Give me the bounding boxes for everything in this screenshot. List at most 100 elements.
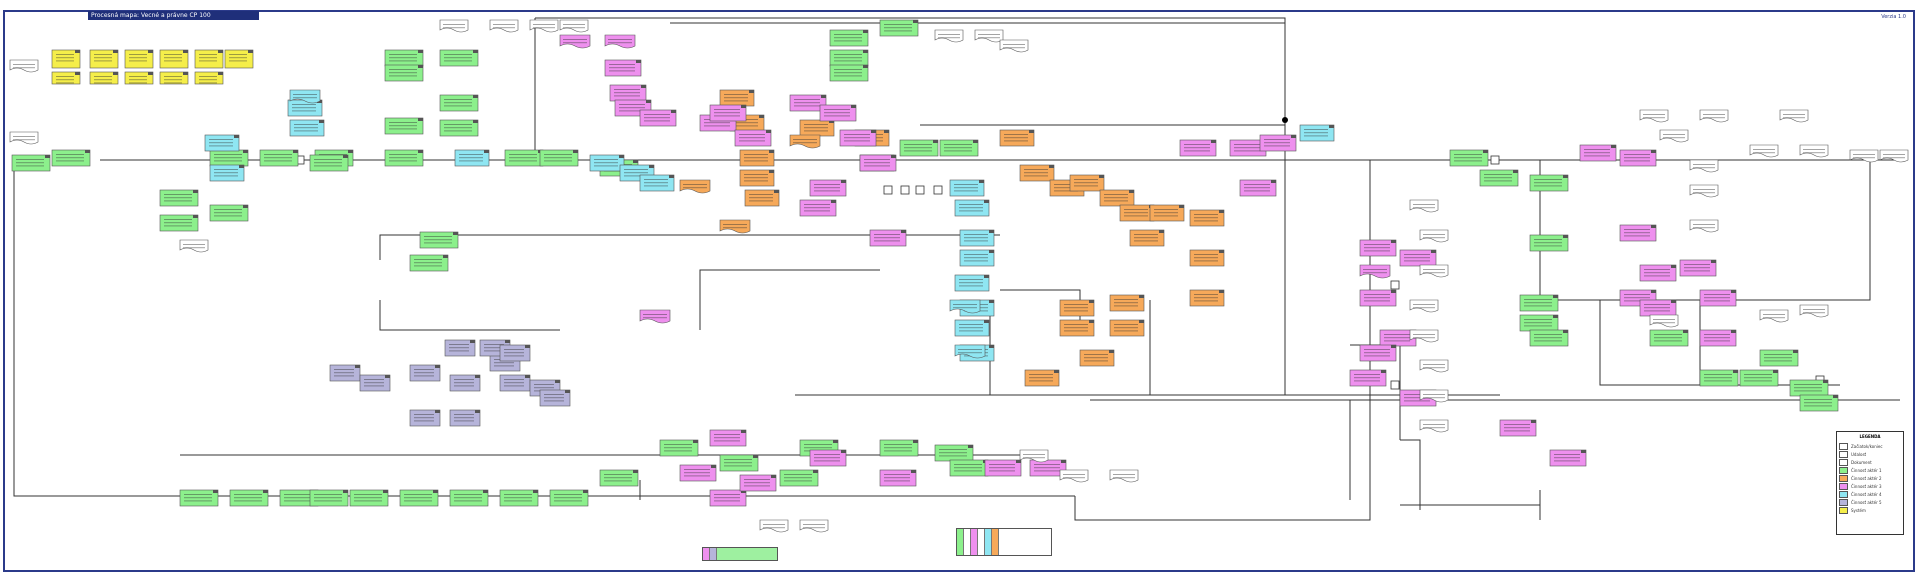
activity-box-pink <box>1399 249 1437 267</box>
box-text-line <box>1104 200 1128 202</box>
box-marker <box>1271 180 1276 183</box>
box-text-line <box>214 175 238 177</box>
box-text-line <box>389 157 417 159</box>
box-text-line <box>1154 209 1178 210</box>
box-text-line <box>1534 337 1562 339</box>
box-text-line <box>389 122 417 123</box>
activity-box-orange <box>1189 249 1225 267</box>
document-shape <box>934 29 964 43</box>
activity-box-green <box>439 94 479 112</box>
document-shape <box>999 39 1029 53</box>
document-text-line <box>1693 167 1715 169</box>
box-text-line <box>1654 334 1682 335</box>
box-marker <box>771 475 776 478</box>
document-text-line <box>763 524 785 525</box>
document-shape <box>1419 419 1449 433</box>
box-text-line <box>704 125 730 127</box>
activity-box-orange <box>739 149 775 167</box>
box-text-line <box>184 500 212 502</box>
box-text-line <box>1194 300 1218 302</box>
box-text-line <box>494 362 514 364</box>
box-text-line <box>264 154 292 155</box>
box-text-line <box>1244 187 1270 189</box>
box-marker <box>525 375 530 378</box>
document-text-line <box>493 27 515 29</box>
box-marker <box>1089 320 1094 323</box>
box-text-line <box>1704 337 1730 339</box>
box-marker <box>1651 225 1656 228</box>
footer-note-secondary <box>702 547 778 561</box>
box-marker <box>1671 265 1676 268</box>
box-text-line <box>1244 184 1270 185</box>
box-text-line <box>1534 185 1562 187</box>
activity-box-orange <box>1069 174 1105 192</box>
activity-box-green <box>779 469 819 487</box>
box-text-line <box>454 385 474 387</box>
legend-label: Systém <box>1851 507 1866 513</box>
box-text-line <box>444 102 472 104</box>
box-marker <box>343 155 348 158</box>
box-text-line <box>664 447 692 449</box>
document-text-line <box>1653 319 1675 320</box>
box-text-line <box>16 159 44 160</box>
activity-box-lavender <box>444 339 476 357</box>
box-text-line <box>454 420 474 422</box>
box-text-line <box>229 60 247 62</box>
activity-box-pink <box>1579 144 1617 162</box>
box-text-line <box>199 82 217 84</box>
box-marker <box>435 365 440 368</box>
box-marker <box>1733 370 1738 373</box>
box-marker <box>1773 370 1778 373</box>
box-text-line <box>744 485 770 487</box>
box-marker <box>1381 370 1386 373</box>
activity-box-orange <box>1189 209 1225 227</box>
box-text-line <box>1384 340 1410 342</box>
box-marker <box>1099 175 1104 178</box>
box-text-line <box>444 57 472 59</box>
activity-box-pink <box>984 459 1022 477</box>
activity-box-pink <box>1359 289 1397 307</box>
box-text-line <box>229 57 247 59</box>
activity-box-green <box>549 489 589 507</box>
activity-box-pink <box>799 199 837 217</box>
document-text-line <box>763 527 785 529</box>
document-shape <box>1749 144 1779 158</box>
box-text-line <box>864 165 890 167</box>
document-shape <box>1419 359 1449 373</box>
box-text-line <box>484 344 504 345</box>
activity-box-pink <box>1359 239 1397 257</box>
box-text-line <box>534 384 554 385</box>
box-text-line <box>1624 297 1650 299</box>
box-text-line <box>1234 150 1260 152</box>
activity-box-orange <box>1109 319 1145 337</box>
box-text-line <box>1074 185 1098 187</box>
activity-box-green <box>1449 149 1489 167</box>
box-marker <box>453 232 458 235</box>
version-label: Verzia 1.0 <box>1881 14 1906 20</box>
document-shape <box>719 219 751 234</box>
activity-box-lavender <box>409 409 441 427</box>
box-text-line <box>414 375 434 377</box>
box-text-line <box>964 254 988 255</box>
box-text-line <box>684 472 710 474</box>
box-text-line <box>1794 390 1822 392</box>
box-text-line <box>714 440 740 442</box>
box-text-line <box>1034 464 1060 465</box>
box-marker <box>1219 210 1224 213</box>
box-text-line <box>1029 380 1053 382</box>
box-text-line <box>484 350 504 352</box>
box-text-line <box>1114 324 1138 325</box>
box-text-line <box>1484 180 1512 182</box>
box-text-line <box>292 110 316 112</box>
box-text-line <box>164 57 182 59</box>
document-text-line <box>803 524 825 525</box>
box-text-line <box>1624 157 1650 159</box>
box-text-line <box>1624 229 1650 230</box>
box-text-line <box>1194 214 1218 215</box>
box-marker <box>1531 420 1536 423</box>
box-text-line <box>744 174 768 175</box>
box-text-line <box>504 494 532 495</box>
legend-swatch <box>1839 458 1848 466</box>
box-text-line <box>509 157 537 159</box>
document-text-line <box>1753 149 1775 150</box>
